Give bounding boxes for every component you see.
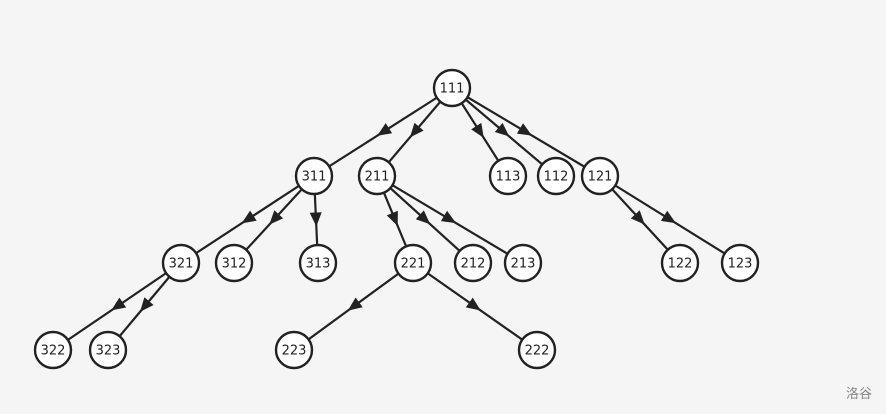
arrowhead-311-312 — [269, 210, 284, 225]
node-311: 311 — [294, 156, 334, 196]
node-circle — [660, 243, 700, 283]
node-212: 212 — [453, 243, 493, 283]
node-213: 213 — [503, 243, 543, 283]
arrowhead-111-112 — [494, 122, 510, 137]
node-123: 123 — [720, 243, 760, 283]
node-label: 311 — [302, 170, 327, 185]
node-label: 213 — [511, 257, 536, 272]
arrowhead-311-321 — [241, 210, 257, 224]
node-label: 113 — [496, 170, 521, 185]
node-circle — [88, 330, 128, 370]
node-322: 322 — [33, 330, 73, 370]
arrowhead-111-311 — [377, 123, 393, 136]
node-circle — [294, 156, 334, 196]
node-label: 321 — [169, 257, 194, 272]
node-circle — [488, 156, 528, 196]
node-circle — [357, 156, 397, 196]
arrowhead-121-123 — [660, 210, 676, 224]
node-label: 212 — [461, 257, 486, 272]
node-321: 321 — [161, 243, 201, 283]
node-circle — [298, 243, 338, 283]
node-label: 223 — [282, 344, 307, 359]
arrowhead-111-113 — [471, 122, 484, 138]
node-label: 123 — [728, 257, 753, 272]
node-circle — [214, 243, 254, 283]
arrowhead-221-222 — [465, 297, 481, 311]
node-circle — [453, 243, 493, 283]
node-label: 121 — [588, 170, 613, 185]
node-122: 122 — [660, 243, 700, 283]
node-112: 112 — [536, 156, 576, 196]
node-circle — [720, 243, 760, 283]
node-label: 323 — [96, 344, 121, 359]
node-circle — [33, 330, 73, 370]
arrowhead-321-323 — [140, 297, 154, 312]
arrowhead-111-211 — [409, 122, 424, 138]
node-label: 122 — [668, 257, 693, 272]
arrowhead-311-313 — [309, 212, 322, 227]
node-211: 211 — [357, 156, 397, 196]
node-223: 223 — [274, 330, 314, 370]
arrowhead-211-221 — [386, 210, 398, 226]
node-circle — [161, 243, 201, 283]
node-222: 222 — [517, 330, 557, 370]
node-circle — [517, 330, 557, 370]
node-label: 211 — [365, 170, 390, 185]
node-label: 322 — [41, 344, 66, 359]
node-circle — [503, 243, 543, 283]
arrowhead-321-322 — [111, 297, 127, 311]
node-circle — [536, 156, 576, 196]
arrowhead-121-122 — [630, 210, 645, 225]
node-circle — [580, 156, 620, 196]
arrowhead-111-121 — [516, 123, 533, 136]
watermark: 洛谷 — [845, 387, 872, 402]
arrowhead-211-212 — [415, 210, 431, 225]
node-label: 312 — [222, 257, 247, 272]
node-circle — [432, 68, 472, 108]
node-label: 112 — [544, 170, 569, 185]
node-circle — [393, 243, 433, 283]
node-label: 222 — [525, 344, 550, 359]
node-111: 111 — [432, 68, 472, 108]
node-label: 221 — [401, 257, 426, 272]
node-313: 313 — [298, 243, 338, 283]
arrowhead-221-223 — [347, 297, 363, 311]
node-121: 121 — [580, 156, 620, 196]
node-circle — [274, 330, 314, 370]
node-113: 113 — [488, 156, 528, 196]
arrowhead-211-213 — [440, 210, 457, 224]
node-label: 313 — [306, 257, 331, 272]
node-323: 323 — [88, 330, 128, 370]
node-312: 312 — [214, 243, 254, 283]
node-221: 221 — [393, 243, 433, 283]
node-label: 111 — [440, 82, 465, 97]
